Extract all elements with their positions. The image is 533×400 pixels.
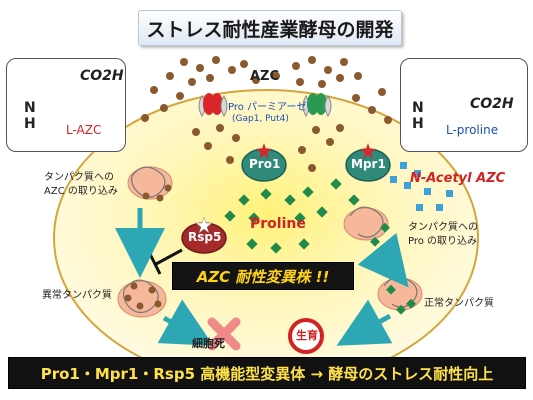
- azc-name: L-AZC: [66, 123, 102, 137]
- proline-h: H: [412, 116, 424, 132]
- abnormal-protein-folding: [117, 166, 173, 318]
- azc-molecule-box: [6, 58, 126, 152]
- azc-formula: CO2H: [80, 68, 124, 84]
- mpr1-protein: [345, 143, 391, 182]
- cell-death-icon: [207, 317, 241, 351]
- pro1-protein: [241, 143, 287, 182]
- proline-n: N: [412, 100, 424, 116]
- cell-death-label: 細胞死: [192, 337, 225, 350]
- proline-formula: CO2H: [470, 96, 514, 112]
- growth-label: 生育: [296, 329, 318, 342]
- azc-uptake-line1: タンパク質への: [44, 172, 114, 183]
- normal-protein-label: 正常タンパク質: [424, 298, 494, 309]
- growth-icon: [288, 318, 324, 354]
- rsp5-label: Rsp5: [188, 230, 222, 244]
- abnormal-protein-label: 異常タンパク質: [42, 290, 112, 301]
- pro-uptake-line1: タンパク質への: [408, 222, 478, 233]
- conclusion-banner: Pro1・Mpr1・Rsp5 高機能型変異体 → 酵母のストレス耐性向上: [8, 357, 526, 389]
- azc-molecules-inside: [192, 124, 344, 172]
- azc-resistant-banner: AZC 耐性変異株 !!: [172, 262, 354, 290]
- azc-n: N: [24, 100, 36, 116]
- azc-molecules-outside: [141, 56, 392, 124]
- mpr1-label: Mpr1: [351, 157, 386, 171]
- n-acetyl-azc-label: N-Acetyl AZC: [410, 171, 506, 186]
- azc-label: AZC: [250, 69, 280, 84]
- page-title: ストレス耐性産業酵母の開発: [138, 10, 402, 46]
- pro-uptake-line2: Pro の取り込み: [408, 236, 478, 247]
- proline-molecule-box: [400, 58, 528, 152]
- permease-label: Pro パーミアーゼ: [228, 102, 307, 113]
- proline-molecules: [224, 178, 360, 254]
- process-arrows: [115, 208, 409, 346]
- proline-label: Proline: [250, 216, 306, 232]
- permease-sub: (Gap1, Put4): [232, 114, 289, 124]
- n-acetyl-azc-molecules: [390, 162, 453, 211]
- pro1-label: Pro1: [249, 157, 281, 171]
- azc-h: H: [24, 116, 36, 132]
- rsp5-protein: [181, 216, 227, 254]
- permease-transporters: [198, 93, 332, 117]
- proline-name: L-proline: [446, 123, 499, 137]
- azc-uptake-line2: AZC の取り込み: [44, 186, 118, 197]
